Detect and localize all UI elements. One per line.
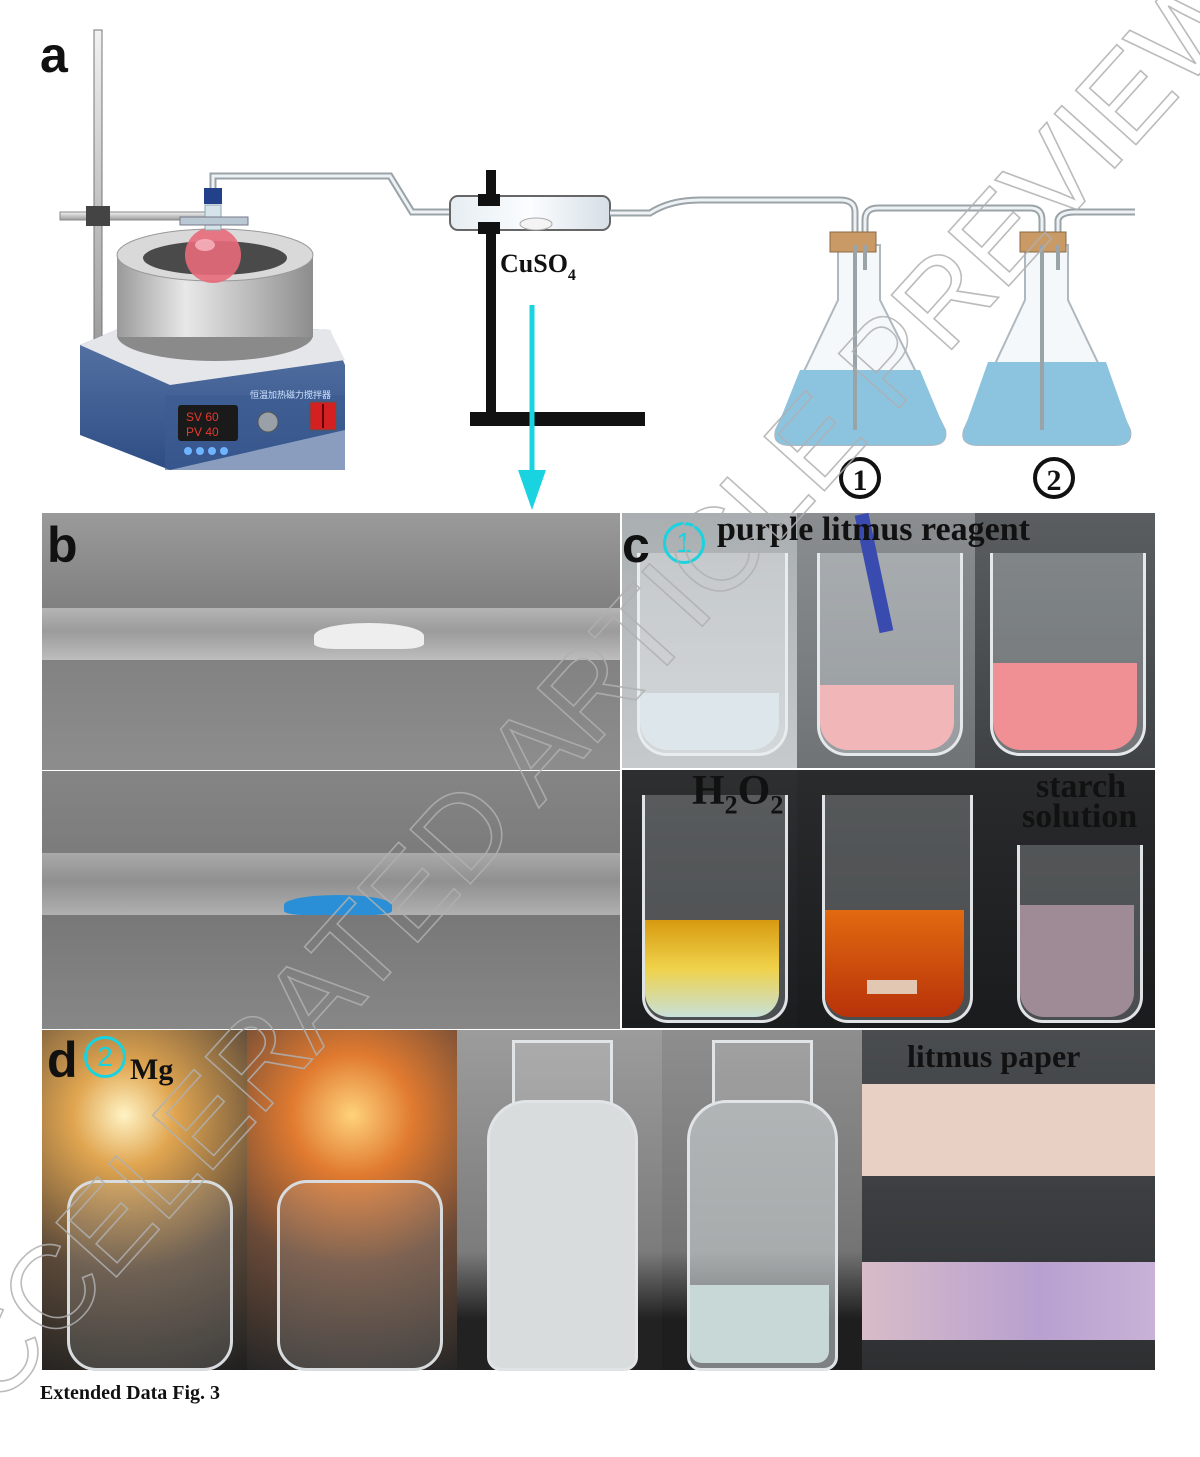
starch-label-line2: solution [1022,798,1138,835]
panel-c-letter: c [622,517,650,573]
litmus-strip-purple [862,1262,1155,1340]
photo-b-top [42,513,620,770]
figure-caption: Extended Data Fig. 3 [40,1382,220,1404]
litmus-strip-pink [862,1084,1155,1176]
panel-c-marker: 1 [663,522,705,564]
litmus-paper-label: litmus paper [907,1038,1081,1074]
stirrer-label: 恒温加热磁力搅拌器 [250,389,331,401]
mg-label: Mg [130,1053,174,1086]
orange-solution [825,910,964,1017]
photo-c-beaker-2 [797,512,975,768]
photo-c-beaker-1 [622,513,797,768]
stand-rod-2 [486,170,496,420]
cuso4-label: CuSO4 [500,249,576,284]
litmus-reagent-label: purple litmus reagent [717,511,1030,548]
cyan-arrowhead [518,470,546,510]
flask-2-marker: 2 [1047,464,1062,497]
h2o2-label: H2O2 [692,768,784,820]
flask-1-liquid [775,370,946,445]
photo-b-bottom [42,771,620,1029]
grey-purple-solution [1020,905,1134,1017]
retort-stand-rod [93,29,103,351]
photo-c-h2o2-2 [797,770,987,1028]
panel-a-letter: a [40,27,68,83]
panel-d-marker: 2 [84,1036,126,1078]
starch-label-line1: starch [1036,768,1127,805]
stirrer-knob [257,411,279,433]
flask-1-marker-circle [839,457,881,499]
photo-c-beaker-3 [975,513,1155,768]
pink-solution-dark [993,663,1137,750]
panel-b-letter: b [47,517,78,573]
display-pv: PV 40 [186,425,219,439]
clear-solution [640,693,779,750]
yellow-solution [645,920,779,1017]
flask-red-solution [185,227,241,283]
blue-hydrated-cuso4 [284,895,392,915]
flask-2-liquid [963,362,1131,445]
photo-d-litmus-paper [862,1030,1155,1370]
flask-stopper [204,188,222,204]
photo-d-burning-1 [42,1030,247,1371]
display-sv: SV 60 [186,410,219,424]
clamp-boss [86,206,110,226]
flask-2-marker-circle [1033,457,1075,499]
flask-1-marker: 1 [853,464,868,497]
apparatus-diagram: SV 60 PV 40 恒温加热磁力搅拌器 CuSO4 1 [59,29,1135,510]
stand-base-2 [470,412,645,426]
photo-c-h2o2-1 [622,770,797,1028]
white-anhydrous-cuso4 [314,623,424,649]
photo-c-starch [987,770,1155,1028]
stirrer-display [178,405,238,441]
photo-d-burning-2 [247,1030,457,1371]
photo-d-jar-clear [662,1030,862,1371]
pink-solution-light [820,685,954,750]
panel-d-letter: d [47,1032,78,1088]
photo-d-jar-smoke [457,1030,662,1371]
